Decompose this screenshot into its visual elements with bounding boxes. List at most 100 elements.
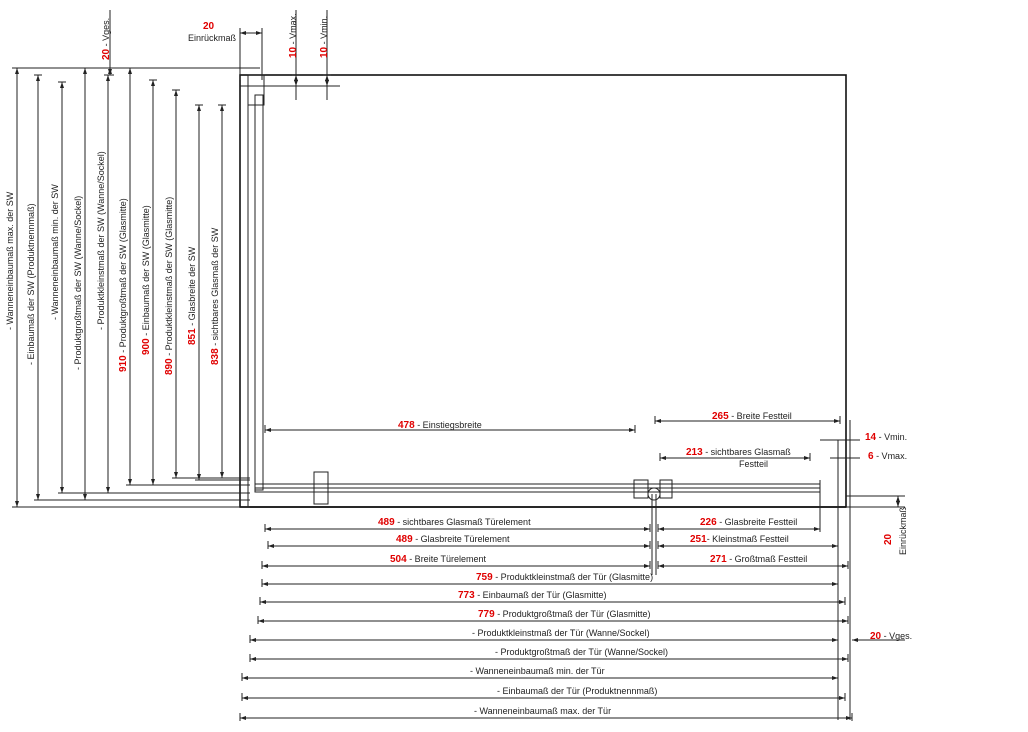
left-dim-label: - Produktkleinstmaß der SW (Wanne/Sockel… [96, 151, 106, 330]
left-dim-label: - Einbaumaß der SW (Produktnennmaß) [26, 203, 36, 365]
arrowhead [658, 544, 664, 548]
dim-value: 759 [476, 572, 493, 583]
arrowhead [83, 494, 87, 500]
dim-value: 271 [710, 554, 727, 565]
dim-label: - Produktgroßtmaß der Tür (Glasmitte) [495, 609, 651, 619]
sichtbar-festteil-label2: Festteil [739, 459, 768, 469]
bottom-dim-label: 489 - Glasbreite Türelement [396, 534, 510, 545]
arrowhead [839, 696, 845, 700]
handle-mid [633, 479, 649, 499]
dim-label: - Glasbreite Festteil [717, 517, 798, 527]
arrowhead [36, 75, 40, 81]
dim-value: 504 [390, 554, 407, 565]
bottom-dim-label: 226 - Glasbreite Festteil [700, 517, 797, 528]
arrowhead [128, 68, 132, 74]
bottom-dim-label: 773 - Einbaumaß der Tür (Glasmitte) [458, 590, 607, 601]
arrowhead [197, 474, 201, 480]
bottom-dim-label: 251- Kleinstmaß Festteil [690, 534, 789, 545]
bottom-dim-label: 504 - Breite Türelement [390, 554, 487, 565]
bottom-dim-label: - Einbaumaß der Tür (Produktnennmaß) [497, 686, 657, 696]
dim-label: - Einbaumaß der SW (Glasmitte) [141, 205, 151, 338]
arrowhead [106, 487, 110, 493]
arrowhead [106, 75, 110, 81]
arrowhead [832, 544, 838, 548]
arrowhead [174, 90, 178, 96]
dim-value: 890 [164, 358, 175, 375]
arrowhead [658, 564, 664, 568]
dim-value: 489 [396, 534, 413, 545]
arrowhead [842, 657, 848, 661]
dim-label: - Wanneneinbaumaß min. der Tür [470, 666, 605, 676]
vges-right: 20 - Vges. [870, 631, 912, 642]
einstieg-dim: 478 - Einstiegsbreite [398, 420, 482, 431]
arrowhead [250, 638, 256, 642]
vmax-right: 6 - Vmax. [868, 451, 907, 462]
arrowhead [262, 564, 268, 568]
arrowhead [60, 82, 64, 88]
vmax-top: 10 - Vmax. [288, 13, 299, 58]
arrowhead [629, 428, 635, 432]
dim-label: - sichtbares Glasmaß der SW [210, 227, 220, 348]
dim-value: 226 [700, 517, 717, 528]
dim-label: - Produktkleinstmaß der SW (Wanne/Sockel… [96, 151, 106, 330]
arrowhead [260, 600, 266, 604]
drawing-geometry [12, 10, 905, 721]
arrowhead [258, 619, 264, 623]
vmin-top: 10 - Vmin. [319, 16, 330, 58]
dim-label: - Produktkleinstmaß der Tür (Glasmitte) [493, 572, 653, 582]
arrowhead [660, 456, 666, 460]
handle-left [313, 471, 329, 505]
dim-label: - Breite Türelement [407, 554, 487, 564]
arrowhead [265, 428, 271, 432]
left-dim-label: - Produktgroßtmaß der SW (Wanne/Sockel) [73, 196, 83, 370]
arrowhead [832, 676, 838, 680]
dim-label: - Glasbreite Türelement [413, 534, 510, 544]
dim-value: 779 [478, 609, 495, 620]
arrowhead [842, 619, 848, 623]
arrowhead [804, 456, 810, 460]
dim-label: - Wanneneinbaumaß max. der SW [5, 191, 15, 330]
arrowhead [220, 105, 224, 111]
left-dimension-labels: - Wanneneinbaumaß max. der SW - Einbaumaß… [5, 151, 221, 375]
bottom-dim-label: - Produktkleinstmaß der Tür (Wanne/Socke… [472, 628, 650, 638]
arrowhead [658, 527, 664, 531]
left-dim-label: - Wanneneinbaumaß max. der SW [5, 191, 15, 330]
side-glass-panel [254, 94, 264, 491]
dim-value: 900 [141, 338, 152, 355]
dim-label: - Wanneneinbaumaß max. der Tür [474, 706, 611, 716]
arrowhead [250, 657, 256, 661]
arrowhead [265, 527, 271, 531]
wall-profile [247, 74, 265, 106]
handle-right [659, 479, 673, 499]
arrowhead [655, 419, 661, 423]
bottom-dim-label: - Produktgroßtmaß der Tür (Wanne/Sockel) [495, 647, 668, 657]
dim-value: 251 [690, 534, 707, 545]
dim-label: - Produktkleinstmaß der Tür (Wanne/Socke… [472, 628, 650, 638]
arrowhead [128, 479, 132, 485]
vges-top: 20 - Vges. [101, 18, 112, 60]
einrueck-right-value: 20 [883, 533, 894, 545]
arrowhead [108, 69, 112, 75]
bottom-dim-label: 759 - Produktkleinstmaß der Tür (Glasmit… [476, 572, 653, 583]
dim-value: 838 [210, 348, 221, 365]
dim-label: - Kleinstmaß Festteil [707, 534, 789, 544]
left-dim-label: 838 - sichtbares Glasmaß der SW [210, 227, 221, 365]
dim-label: - Produktgroßtmaß der Tür (Wanne/Sockel) [495, 647, 668, 657]
bottom-dim-label: 489 - sichtbares Glasmaß Türelement [378, 517, 531, 528]
arrowhead [832, 582, 838, 586]
arrowhead [896, 496, 900, 502]
arrowhead [242, 696, 248, 700]
breite-festteil-dim: 265 - Breite Festteil [712, 411, 792, 422]
arrowhead [896, 501, 900, 507]
bottom-dim-label: 271 - Großtmaß Festteil [710, 554, 807, 565]
left-dim-label: 900 - Einbaumaß der SW (Glasmitte) [141, 205, 152, 355]
einrueck-top-value: 20 [203, 21, 215, 32]
arrowhead [839, 600, 845, 604]
einrueck-right-label: Einrückmaß [898, 506, 908, 555]
dim-value: 489 [378, 517, 395, 528]
arrowhead [262, 582, 268, 586]
left-dim-label: - Wanneneinbaumaß min. der SW [50, 184, 60, 320]
arrowhead [846, 716, 852, 720]
arrowhead [240, 31, 246, 35]
